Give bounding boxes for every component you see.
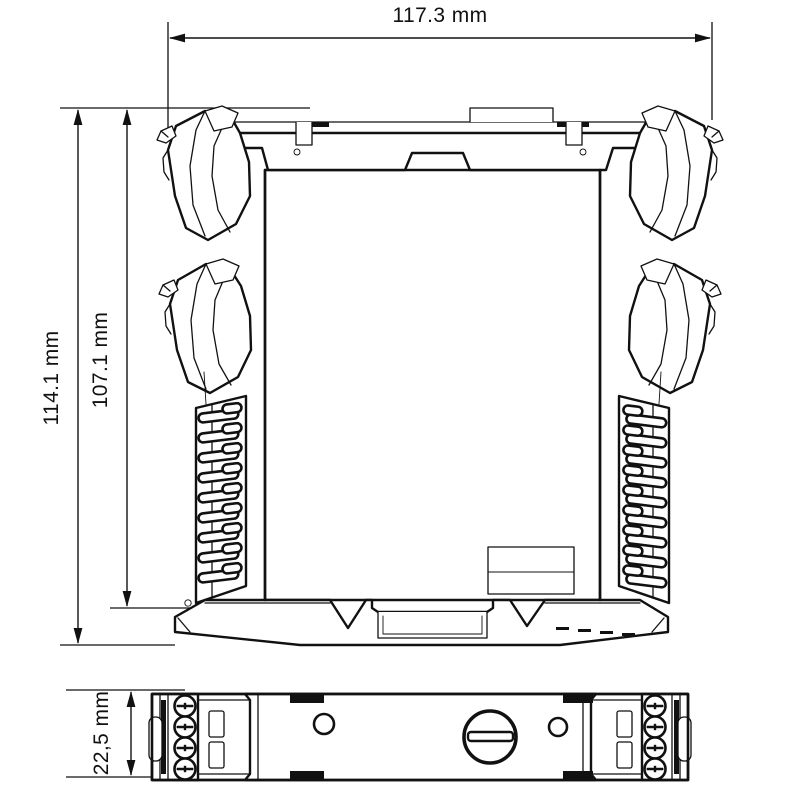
din-foot-dashes: [556, 627, 635, 636]
din-rail-foot: [173, 598, 670, 647]
clamp-lever-left-upper-nib: [156, 125, 177, 144]
terminal-block-right-dark-strip: [674, 700, 679, 774]
clamp-lever-right-upper-crease: [674, 110, 691, 237]
vent-panel-right-leader: [658, 371, 662, 405]
bottom-vent-left-lower: [208, 741, 225, 769]
top-pivot-dot-right: [579, 148, 587, 156]
adjustment-screw[interactable]: [462, 709, 518, 765]
top-clip-right: [565, 122, 583, 146]
dimension-width: 117.3 mm: [167, 4, 713, 140]
clamp-lever-right-lower-crease: [673, 263, 690, 390]
clamp-lever-right-upper-body[interactable]: [628, 109, 714, 242]
height-body-dimension-label: 107.1 mm: [89, 312, 112, 409]
clamp-lever-left-lower-crease: [190, 263, 207, 390]
clamp-lever-right-lower[interactable]: [627, 258, 722, 395]
vent-panel-right: [617, 371, 671, 605]
clamp-lever-right-upper-pad[interactable]: [641, 105, 676, 132]
din-foot-release-tab-inner: [382, 615, 483, 635]
depth-dimension-label: 22,5 mm: [90, 691, 113, 776]
terminal-block-left-dark-strip: [161, 700, 166, 774]
bottom-view-tab-top-left: [290, 694, 324, 703]
clamp-lever-right-upper-nib: [703, 125, 724, 144]
terminal-screw-left-3[interactable]: [173, 736, 197, 760]
clamp-lever-left-lower-edge: [164, 303, 172, 335]
din-foot-corner-right: [651, 617, 665, 633]
housing-body: [263, 168, 602, 602]
top-clip-left: [295, 122, 313, 146]
top-rail-mark-left: [297, 122, 329, 127]
bottom-view-vents-left: [208, 710, 225, 769]
terminal-screw-left-2[interactable]: [173, 715, 197, 739]
clamp-lever-left-lower-nib-line: [162, 284, 171, 292]
terminal-block-left[interactable]: [148, 692, 200, 782]
din-foot-release-tab: [377, 612, 488, 639]
adjustment-screw-slot[interactable]: [466, 730, 515, 743]
clamp-lever-left-lower[interactable]: [158, 258, 253, 395]
bottom-view: [148, 692, 692, 782]
clamp-lever-left-upper-nib-line: [160, 130, 169, 138]
bottom-view-front-face: [243, 692, 598, 782]
bottom-view-tab-top-right: [563, 694, 593, 703]
indicator-hole-right: [547, 716, 569, 738]
bottom-view-tab-bottom-left: [290, 771, 324, 780]
label-plate-outline: [487, 546, 575, 595]
bottom-view-vents-right: [616, 710, 633, 769]
clamp-lever-right-upper[interactable]: [628, 105, 724, 242]
bottom-view-tab-bottom-right: [563, 771, 593, 780]
clamp-lever-left-upper-crease: [189, 110, 206, 237]
label-plate: [487, 546, 575, 595]
width-dimension-label: 117.3 mm: [392, 4, 487, 27]
terminal-screw-right-3[interactable]: [643, 736, 667, 760]
clamp-lever-left-upper[interactable]: [156, 105, 252, 242]
dimension-height-overall: 114.1 mm: [40, 107, 310, 646]
clamp-lever-right-lower-nib-line: [709, 284, 718, 292]
clamp-lever-left-lower-pad[interactable]: [205, 258, 240, 285]
terminal-block-right[interactable]: [640, 692, 692, 782]
bottom-vent-right-upper: [616, 710, 633, 738]
clamp-lever-right-lower-body[interactable]: [627, 262, 712, 395]
top-center-tab: [469, 107, 554, 122]
clamp-lever-left-upper-pad[interactable]: [204, 105, 239, 132]
clamp-lever-right-upper-edge: [710, 149, 718, 181]
indicator-hole-left: [312, 712, 336, 736]
clamp-lever-right-lower-pad[interactable]: [640, 258, 675, 285]
bottom-vent-right-lower: [616, 741, 633, 769]
terminal-screw-right-2[interactable]: [643, 715, 667, 739]
bottom-vent-left-upper: [208, 710, 225, 738]
clamp-lever-left-upper-body[interactable]: [166, 109, 252, 242]
terminal-screw-right-1[interactable]: [643, 694, 667, 718]
clamp-lever-right-lower-edge: [708, 303, 716, 335]
front-view: [156, 105, 724, 647]
din-foot-pivot-dot: [184, 599, 192, 607]
clamp-lever-left-lower-nib: [158, 279, 179, 298]
clamp-lever-left-upper-edge: [162, 149, 170, 181]
dimension-height-body: 107.1 mm: [89, 109, 205, 609]
bottom-view-silhouette: [150, 692, 690, 782]
vent-panel-left: [194, 371, 248, 605]
din-foot-corner-left: [177, 617, 191, 633]
top-pivot-dot-left: [293, 148, 301, 156]
height-overall-dimension-label: 114.1 mm: [40, 330, 63, 425]
terminal-screw-left-1[interactable]: [173, 694, 197, 718]
clamp-lever-right-upper-nib-line: [711, 130, 720, 138]
terminal-screw-left-4[interactable]: [173, 757, 197, 781]
terminal-screw-right-4[interactable]: [643, 757, 667, 781]
vent-panel-left-leader: [203, 371, 207, 405]
clamp-lever-right-lower-nib: [701, 279, 722, 298]
clamp-lever-left-lower-body[interactable]: [168, 262, 253, 395]
